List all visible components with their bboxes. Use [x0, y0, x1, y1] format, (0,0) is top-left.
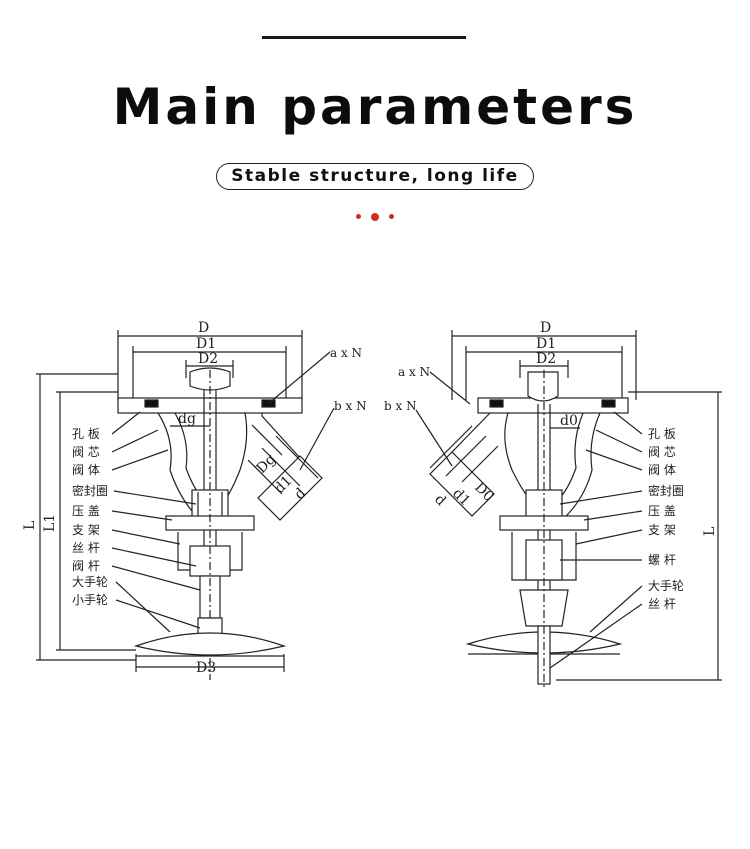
right-dim-D1: D1	[536, 336, 556, 352]
right-dim-D: D	[540, 320, 551, 336]
dot-icon	[389, 214, 394, 220]
right-dim-d0: d0	[560, 413, 578, 429]
right-dim-axN: a x N	[398, 365, 430, 379]
right-label-orifice-plate: 孔 板	[648, 427, 676, 441]
right-label-screw-rod: 丝 杆	[648, 597, 676, 611]
right-label-bolt: 螺 杆	[648, 553, 676, 567]
left-dim-L1: L1	[42, 514, 58, 532]
left-label-valve-body: 阀 体	[72, 463, 100, 477]
left-label-valve-stem: 阀 杆	[72, 559, 100, 573]
right-dim-bxN: b x N	[384, 399, 417, 413]
left-dim-L: L	[22, 521, 38, 530]
left-dim-D1: D1	[196, 336, 216, 352]
left-label-bracket: 支 架	[72, 523, 100, 537]
left-valve-diagram	[36, 330, 335, 680]
right-label-gland: 压 盖	[648, 504, 676, 518]
left-label-large-handwheel: 大手轮	[72, 575, 108, 589]
right-dim-L: L	[702, 527, 718, 536]
right-label-seal-ring: 密封圈	[648, 483, 684, 498]
dot-icon	[356, 214, 361, 220]
left-label-orifice-plate: 孔 板	[72, 427, 100, 441]
right-valve-diagram	[415, 330, 722, 690]
right-dim-D2: D2	[536, 351, 556, 367]
right-label-valve-core: 阀 芯	[648, 445, 676, 459]
left-label-small-handwheel: 小手轮	[72, 593, 108, 607]
right-dim-d: d	[431, 492, 449, 510]
left-label-gland: 压 盖	[72, 504, 100, 518]
left-dim-Dg: Dg	[254, 451, 280, 477]
right-label-large-handwheel: 大手轮	[648, 579, 684, 593]
left-dim-D3: D3	[196, 660, 216, 676]
left-dim-axN: a x N	[330, 346, 362, 360]
right-label-valve-body: 阀 体	[648, 463, 676, 477]
subtitle-pill: Stable structure, long life	[216, 163, 534, 190]
left-label-screw-rod: 丝 杆	[72, 541, 100, 555]
left-label-seal-ring: 密封圈	[72, 483, 108, 498]
left-dim-D2: D2	[198, 351, 218, 367]
top-divider-line	[262, 36, 466, 39]
page-title: Main parameters	[112, 78, 638, 136]
dot-icon	[371, 212, 379, 221]
left-label-valve-core: 阀 芯	[72, 445, 100, 459]
decorative-dots	[0, 212, 750, 222]
left-dim-D: D	[198, 320, 209, 336]
right-label-bracket: 支 架	[648, 523, 676, 537]
left-dim-dg: dg	[178, 411, 196, 427]
left-dim-bxN: b x N	[334, 399, 367, 413]
